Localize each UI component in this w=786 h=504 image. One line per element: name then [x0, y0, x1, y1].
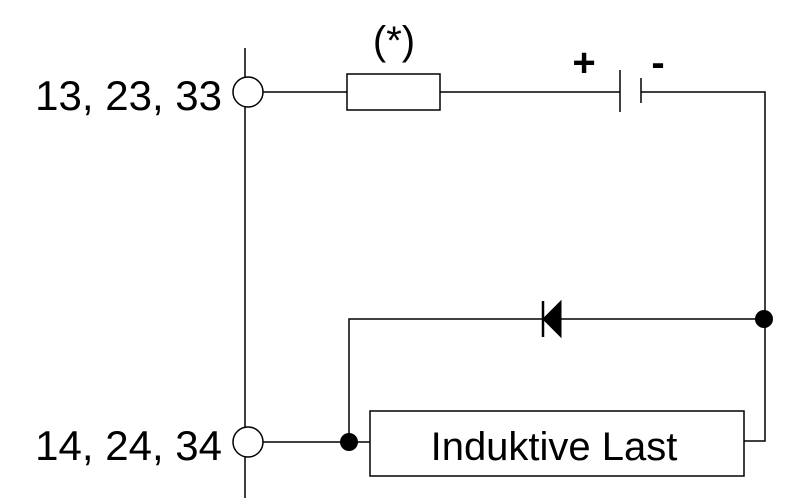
wire-diode-branch: [348, 318, 765, 442]
terminal-bottom-circle: [232, 426, 264, 458]
terminal-top-circle: [232, 76, 264, 108]
battery-plus-label: +: [572, 41, 595, 85]
terminal-top-label: 13, 23, 33: [35, 72, 222, 119]
wire-battery-to-right-rail: [641, 91, 766, 442]
diode-triangle: [542, 299, 562, 339]
battery-minus-label: -: [651, 41, 664, 85]
fuse-symbol: [346, 73, 441, 111]
inductive-load-box: [369, 410, 745, 477]
junction-dot-right: [755, 310, 773, 328]
terminal-bottom-label: 14, 24, 34: [35, 422, 222, 469]
fuse-note-label: (*): [373, 19, 415, 63]
inductive-load-label: Induktive Last: [431, 425, 678, 469]
